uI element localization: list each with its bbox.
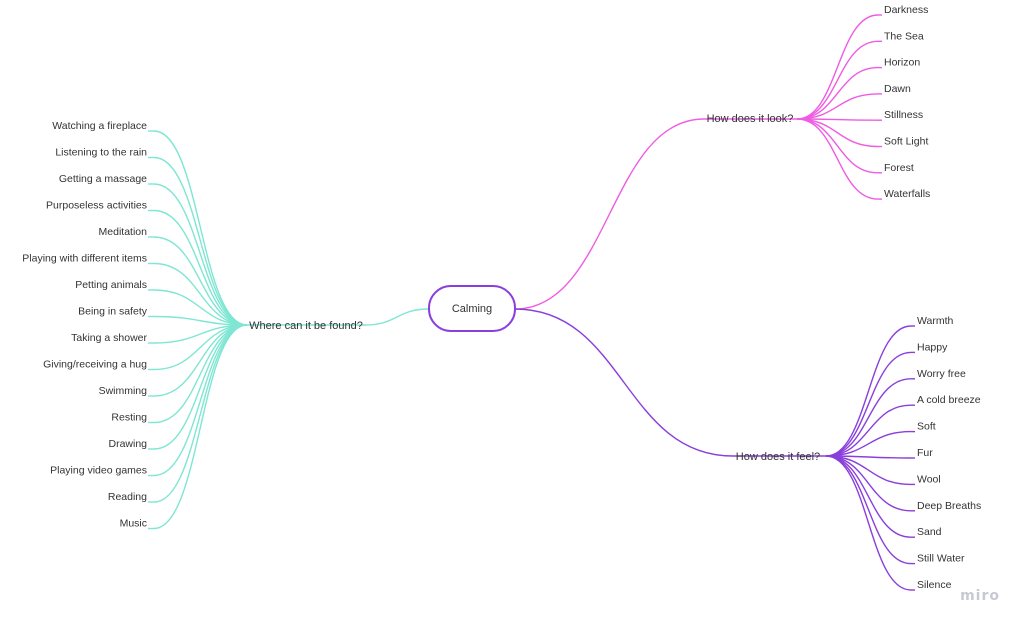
mind-map-connectors xyxy=(153,14,912,591)
leaf-found[interactable]: Swimming xyxy=(99,385,148,397)
leaf-feel[interactable]: Silence xyxy=(917,579,952,591)
center-node[interactable]: Calming xyxy=(428,285,516,332)
connector-look xyxy=(796,66,879,120)
leaf-look[interactable]: Soft Light xyxy=(884,136,928,148)
leaf-feel[interactable]: Worry free xyxy=(917,368,966,380)
leaf-feel[interactable]: Fur xyxy=(917,447,933,459)
branch-how-feel[interactable]: How does it feel? xyxy=(736,451,820,463)
connector-found xyxy=(153,262,248,326)
connector-feel xyxy=(825,378,912,457)
leaf-look[interactable]: Dawn xyxy=(884,83,911,95)
leaf-feel[interactable]: Happy xyxy=(917,341,948,353)
connector-center-feel xyxy=(514,308,734,457)
connector-found xyxy=(153,324,248,424)
connector-feel xyxy=(825,404,912,457)
connector-look xyxy=(796,118,879,148)
branch-how-look-label[interactable]: How does it look? xyxy=(707,113,794,125)
leaf-feel[interactable]: A cold breeze xyxy=(917,394,981,406)
connector-look xyxy=(796,118,879,200)
leaf-found[interactable]: Drawing xyxy=(108,438,147,450)
leaf-look[interactable]: Forest xyxy=(884,162,914,174)
connector-found xyxy=(153,183,248,326)
connector-found xyxy=(153,324,248,477)
connector-feel xyxy=(825,455,912,486)
leaf-feel[interactable]: Warmth xyxy=(917,315,954,327)
connector-feel xyxy=(825,430,912,457)
leaf-feel[interactable]: Deep Breaths xyxy=(917,500,981,512)
leaf-found[interactable]: Listening to the rain xyxy=(55,147,147,159)
connector-look xyxy=(796,14,879,120)
branch-where-found-label[interactable]: Where can it be found? xyxy=(249,320,363,332)
connector-found xyxy=(153,324,248,503)
leaf-found[interactable]: Resting xyxy=(111,412,147,424)
leaf-look[interactable]: Stillness xyxy=(884,109,923,121)
leaf-found[interactable]: Music xyxy=(120,518,147,530)
connector-found xyxy=(153,315,248,326)
connector-found xyxy=(153,324,248,530)
connector-feel xyxy=(825,351,912,457)
connector-feel xyxy=(825,455,912,459)
leaf-found[interactable]: Taking a shower xyxy=(71,332,147,344)
leaf-found[interactable]: Giving/receiving a hug xyxy=(43,359,147,371)
leaf-found[interactable]: Watching a fireplace xyxy=(52,120,147,132)
connector-feel xyxy=(825,455,912,565)
leaf-look[interactable]: The Sea xyxy=(884,30,924,42)
connector-feel xyxy=(825,325,912,457)
connector-found xyxy=(153,289,248,326)
leaf-feel[interactable]: Soft xyxy=(917,421,936,433)
connector-center-found xyxy=(364,308,430,326)
leaf-look[interactable]: Darkness xyxy=(884,4,928,16)
leaf-found[interactable]: Playing video games xyxy=(50,465,147,477)
connector-center-look xyxy=(514,118,705,310)
miro-watermark: miro xyxy=(960,588,1000,604)
center-node-label: Calming xyxy=(452,303,492,315)
connector-found xyxy=(153,156,248,326)
leaf-found[interactable]: Reading xyxy=(108,491,147,503)
center-node-shape[interactable] xyxy=(428,285,516,332)
connector-found xyxy=(153,324,248,450)
leaf-found[interactable]: Petting animals xyxy=(75,279,147,291)
branch-where-found[interactable]: Where can it be found? xyxy=(249,320,363,332)
connector-found xyxy=(153,209,248,326)
connector-found xyxy=(153,324,248,344)
connector-feel xyxy=(825,455,912,591)
leaf-feel[interactable]: Wool xyxy=(917,473,941,485)
leaf-found[interactable]: Purposeless activities xyxy=(46,200,147,212)
leaf-found[interactable]: Meditation xyxy=(99,226,148,238)
connector-found xyxy=(153,236,248,326)
leaf-look[interactable]: Horizon xyxy=(884,57,920,69)
leaf-feel[interactable]: Still Water xyxy=(917,553,965,565)
leaf-found[interactable]: Being in safety xyxy=(78,306,148,318)
connector-look xyxy=(796,40,879,120)
leaf-look[interactable]: Waterfalls xyxy=(884,188,930,200)
connector-look xyxy=(796,93,879,120)
branch-how-feel-label[interactable]: How does it feel? xyxy=(736,451,820,463)
leaf-found[interactable]: Playing with different items xyxy=(22,253,147,265)
connector-found xyxy=(153,130,248,326)
leaf-found[interactable]: Getting a massage xyxy=(59,173,147,185)
branch-how-look[interactable]: How does it look? xyxy=(707,113,794,125)
connector-look xyxy=(796,118,879,121)
leaf-feel[interactable]: Sand xyxy=(917,526,942,538)
